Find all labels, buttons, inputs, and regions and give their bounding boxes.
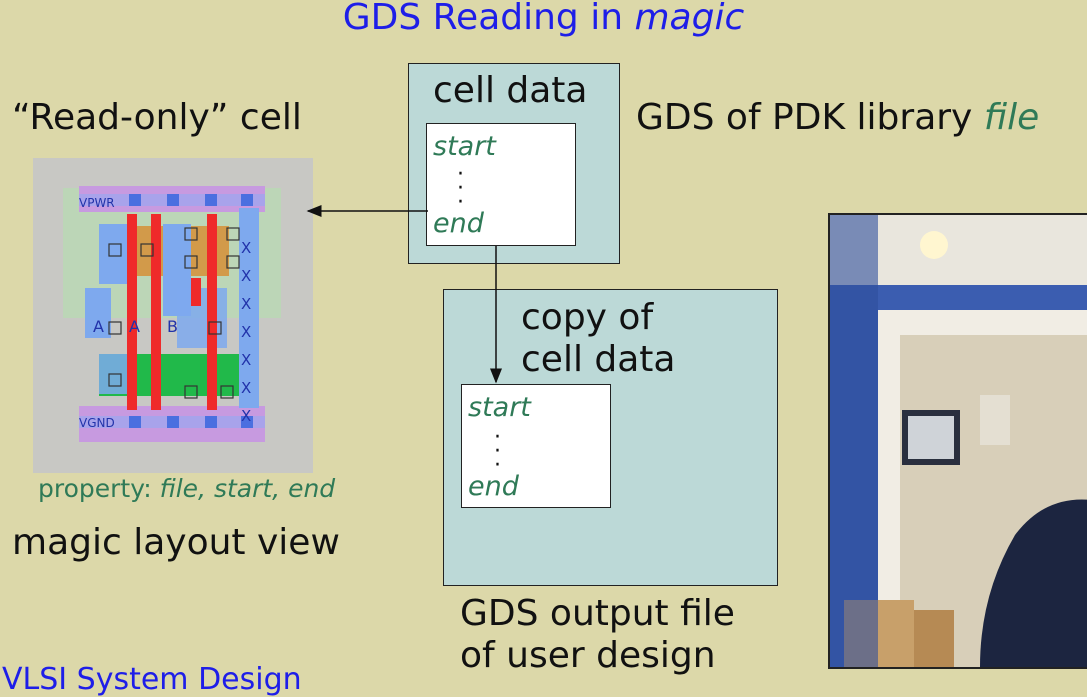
pdk-library-label-main: GDS of PDK library	[636, 97, 984, 138]
poly-gate-3	[207, 214, 217, 410]
pdk-data-block: start ··· end	[426, 123, 576, 246]
output-end-label: end	[468, 471, 519, 502]
property-label-values: file, start, end	[159, 474, 336, 503]
poly-gate-2	[151, 214, 161, 410]
pdk-ellipsis: ···	[457, 162, 464, 215]
output-metal	[239, 208, 259, 408]
poly-gate-1	[127, 214, 137, 410]
layout-label-top-rail: VPWR	[79, 196, 115, 210]
layout-x-mark: X	[241, 407, 252, 425]
layout-label-pin-b: B	[167, 317, 178, 336]
slide-title: GDS Reading in magic	[0, 0, 1087, 38]
layout-x-mark: X	[241, 351, 252, 369]
output-header-line2: cell data	[521, 339, 676, 380]
layout-x-mark: X	[241, 323, 252, 341]
output-caption-line1: GDS output file	[460, 593, 735, 634]
property-label: property: file, start, end	[38, 474, 335, 503]
output-data-block: start ··· end	[461, 384, 611, 508]
pdk-box-header: cell data	[433, 70, 588, 111]
presenter-webcam	[828, 213, 1087, 669]
pdk-end-label: end	[433, 208, 484, 239]
output-box-header: copy of cell data	[521, 297, 675, 381]
property-label-prefix: property:	[38, 474, 160, 503]
layout-drawing	[63, 186, 281, 442]
layout-caption: magic layout view	[12, 522, 340, 563]
layout-label-bottom-rail: VGND	[79, 416, 115, 430]
read-only-cell-heading: “Read-only” cell	[12, 97, 302, 138]
output-file-caption: GDS output file of user design	[460, 593, 735, 677]
pdk-library-label-italic: file	[983, 97, 1040, 138]
slide-title-main: GDS Reading in	[342, 0, 635, 38]
layout-x-mark: X	[241, 295, 252, 313]
webcam-image	[830, 215, 1087, 667]
output-start-label: start	[468, 392, 531, 423]
output-header-line1: copy of	[521, 297, 654, 338]
slide-title-italic: magic	[634, 0, 745, 38]
output-ellipsis: ···	[494, 425, 501, 478]
layout-x-mark: X	[241, 239, 252, 257]
pdk-start-label: start	[433, 131, 496, 162]
layout-label-output-column: X X X X X X X	[241, 234, 251, 430]
pdk-library-label: GDS of PDK library file	[636, 97, 1039, 138]
layout-x-mark: X	[241, 379, 252, 397]
output-caption-line2: of user design	[460, 635, 716, 676]
layout-label-pin-a2: A	[129, 317, 140, 336]
layout-label-pin-a1: A	[93, 317, 104, 336]
layout-x-mark: X	[241, 267, 252, 285]
magic-layout-view: VPWR VGND A A B X X X X X X X	[33, 158, 313, 473]
